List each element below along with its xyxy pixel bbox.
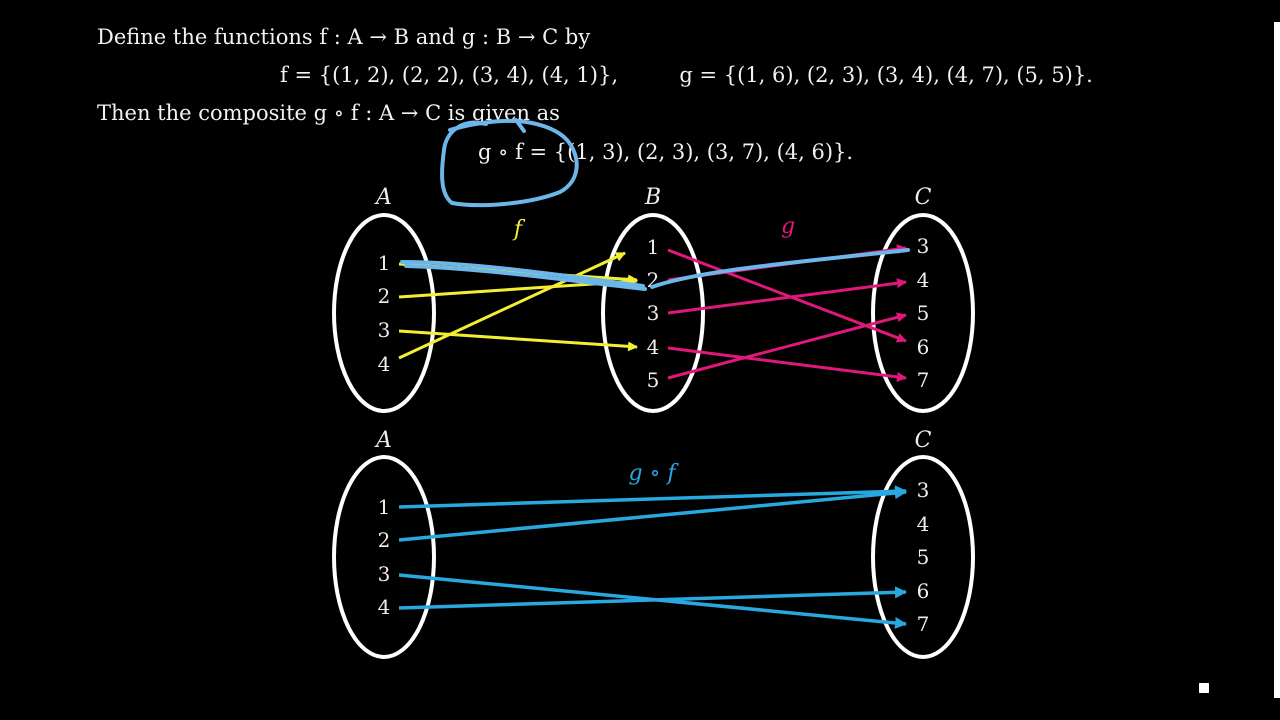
c-element: 6: [917, 335, 930, 359]
a-element: 4: [378, 352, 391, 376]
gof-arrow-4-6: [398, 586, 907, 610]
f-arrow-4-1: [398, 251, 626, 360]
c-element: 6: [917, 579, 930, 603]
set-b-label: B: [644, 185, 661, 210]
annotation-circle: [440, 118, 579, 208]
set-c-label-bottom: C: [915, 428, 932, 453]
set-b-ellipse: [601, 213, 705, 413]
a-element: 4: [378, 595, 391, 619]
g-arrow-3-4: [667, 278, 907, 315]
a-element: 2: [378, 284, 391, 308]
set-a-label-bottom: A: [374, 428, 392, 453]
definition-line: Define the functions f : A → B and g : B…: [97, 25, 591, 49]
c-element: 7: [917, 368, 930, 392]
annotation-path-to-c3: [650, 248, 910, 289]
c-element: 3: [917, 234, 930, 258]
set-c-ellipse-top: [871, 213, 975, 413]
b-element: 3: [647, 301, 660, 325]
gof-label: g ∘ f: [629, 461, 680, 486]
b-element: 5: [647, 368, 660, 392]
set-a-label-top: A: [374, 185, 392, 210]
c-element: 4: [917, 268, 930, 292]
stop-marker-icon: [1199, 683, 1209, 693]
a-element: 3: [378, 318, 391, 342]
set-c-label-top: C: [915, 185, 932, 210]
c-element: 5: [917, 301, 930, 325]
set-c-ellipse-bottom: [871, 455, 975, 659]
function-definitions: f = {(1, 2), (2, 2), (3, 4), (4, 1)}, g …: [280, 63, 1093, 87]
set-a-ellipse-bottom: [332, 455, 436, 659]
c-element: 5: [917, 545, 930, 569]
f-definition: f = {(1, 2), (2, 2), (3, 4), (4, 1)},: [280, 63, 618, 87]
g-arrow-4-7: [667, 346, 907, 382]
f-label: f: [512, 217, 526, 242]
gof-arrow-1-3: [398, 485, 907, 509]
a-element: 1: [378, 251, 391, 275]
gof-arrow-2-3: [398, 487, 907, 542]
g-arrow-5-5: [667, 312, 907, 380]
a-element: 2: [378, 528, 391, 552]
c-element: 7: [917, 612, 930, 636]
annotation-path-top: [400, 260, 645, 288]
annotation-tick: [514, 118, 526, 133]
a-element: 3: [378, 562, 391, 586]
f-arrow-3-4: [398, 329, 638, 352]
g-label: g: [781, 214, 795, 239]
b-element: 1: [647, 235, 660, 259]
right-frame-edge: [1274, 22, 1280, 698]
c-element: 4: [917, 512, 930, 536]
composite-definition: g ∘ f = {(1, 3), (2, 3), (3, 7), (4, 6)}…: [478, 140, 854, 164]
annotation-path-bottom: [404, 264, 647, 291]
b-element: 4: [647, 335, 660, 359]
c-element: 3: [917, 478, 930, 502]
g-definition: g = {(1, 6), (2, 3), (3, 4), (4, 7), (5,…: [679, 63, 1093, 87]
set-a-ellipse-top: [332, 213, 436, 413]
a-element: 1: [378, 495, 391, 519]
